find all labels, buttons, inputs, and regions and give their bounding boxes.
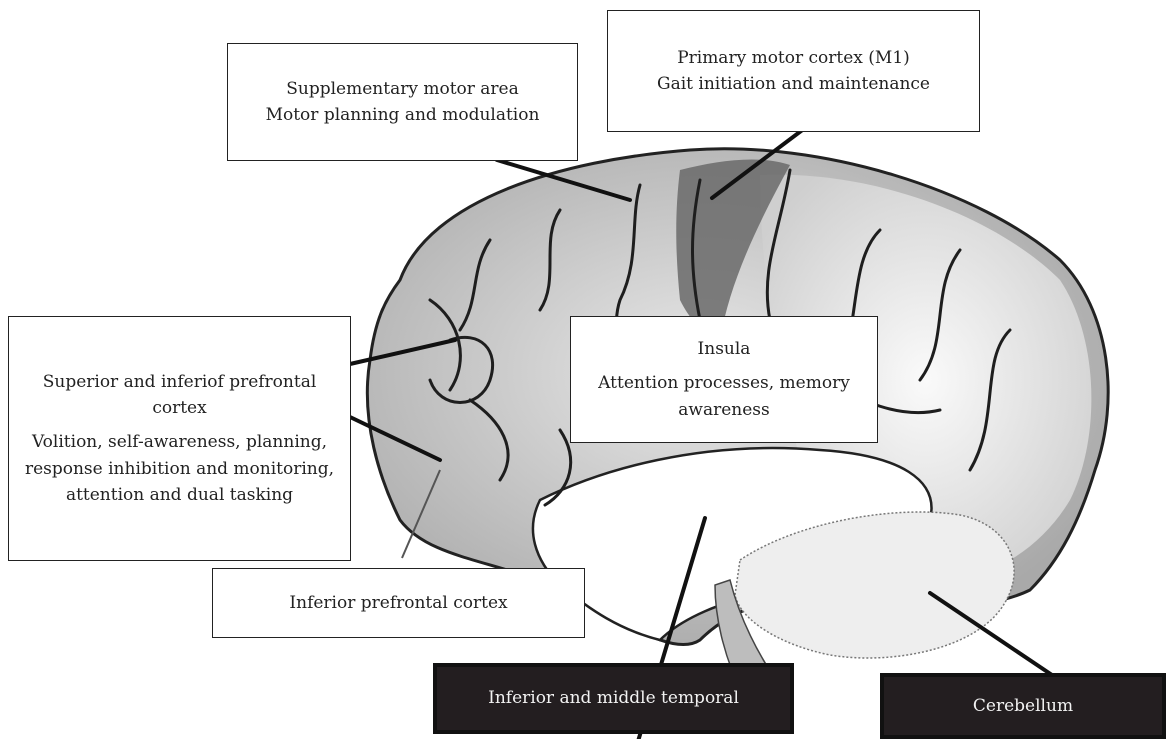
insula-desc-2: awareness — [678, 397, 769, 423]
sma-desc: Motor planning and modulation — [266, 102, 540, 128]
pfc-desc-3: attention and dual tasking — [66, 482, 293, 508]
ipfc-text: Inferior prefrontal cortex — [289, 590, 507, 616]
pfc-title-1: Superior and inferiof prefrontal — [43, 369, 317, 395]
label-inferior-middle-temporal: Inferior and middle temporal — [433, 663, 794, 734]
cerebellum-text: Cerebellum — [973, 693, 1073, 719]
pfc-desc-2: response inhibition and monitoring, — [25, 456, 334, 482]
label-prefrontal-cortex: Superior and inferiof prefrontal cortex … — [8, 316, 351, 561]
label-cerebellum: Cerebellum — [880, 673, 1166, 739]
label-primary-motor-cortex: Primary motor cortex (M1) Gait initiatio… — [607, 10, 980, 132]
m1-desc: Gait initiation and maintenance — [657, 71, 930, 97]
sma-title: Supplementary motor area — [286, 76, 519, 102]
label-supplementary-motor-area: Supplementary motor area Motor planning … — [227, 43, 578, 161]
insula-title: Insula — [698, 336, 751, 362]
temporal-text: Inferior and middle temporal — [488, 685, 739, 711]
label-inferior-prefrontal-cortex: Inferior prefrontal cortex — [212, 568, 585, 638]
m1-title: Primary motor cortex (M1) — [677, 45, 910, 71]
label-insula: Insula Attention processes, memory aware… — [570, 316, 878, 443]
insula-desc-1: Attention processes, memory — [598, 370, 850, 396]
pfc-title-2: cortex — [152, 395, 206, 421]
pfc-desc-1: Volition, self-awareness, planning, — [32, 429, 327, 455]
